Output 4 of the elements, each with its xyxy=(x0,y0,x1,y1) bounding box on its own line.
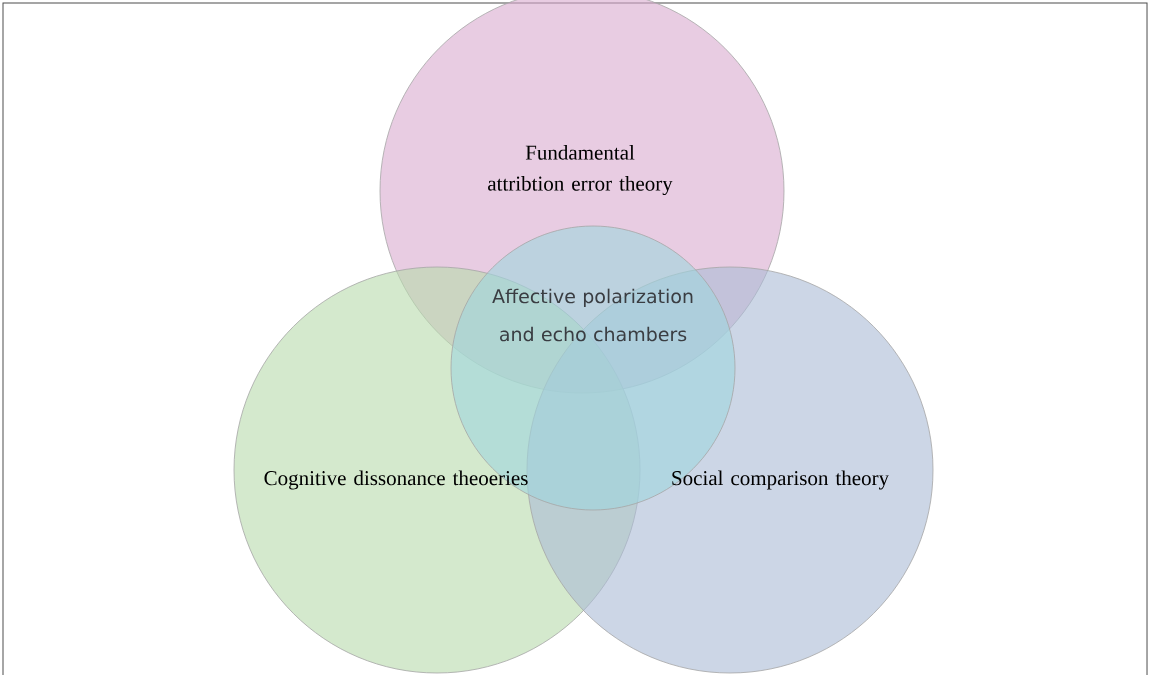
circle-label: Social comparison theory xyxy=(672,470,889,490)
circle-label: Fundamental attribtion error theory xyxy=(488,144,673,196)
circle-label: Cognitive dissonance theoeries xyxy=(264,470,528,490)
circle-label: Affective polarization and echo chambers xyxy=(492,288,693,342)
